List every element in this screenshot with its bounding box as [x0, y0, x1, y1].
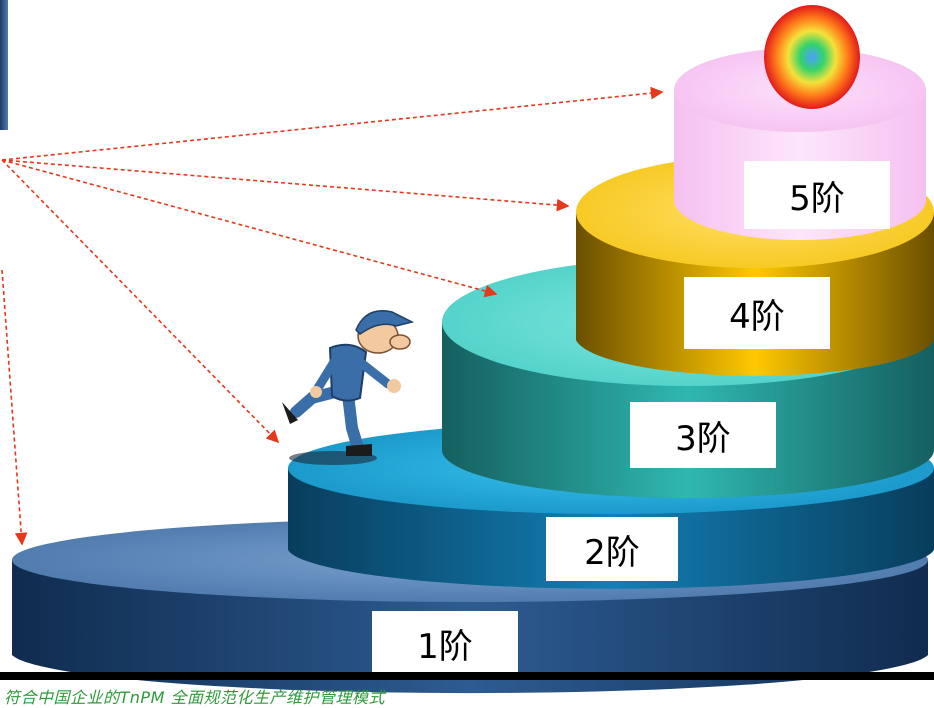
- arrow-to-step-4: [1, 159, 570, 212]
- step-4-label: 4阶: [684, 277, 830, 349]
- step-3-label: 3阶: [630, 402, 776, 468]
- footer-bar: [0, 672, 934, 680]
- step-5-label: 5阶: [744, 161, 890, 229]
- arrow-to-step-1: [1, 269, 28, 546]
- arrow-to-step-5: [1, 86, 664, 161]
- left-edge-decoration: [0, 0, 8, 130]
- arrow-to-step-2: [1, 159, 280, 444]
- step-1-label: 1阶: [372, 611, 518, 676]
- arrow-to-step-3: [1, 159, 498, 298]
- dashed-arrows: [1, 86, 664, 546]
- step-2-label: 2阶: [546, 517, 678, 581]
- footer-text: 符合中国企业的TnPM 全面规范化生产维护管理模式: [4, 688, 385, 707]
- running-worker-icon: [282, 310, 415, 465]
- target-icon: [764, 5, 860, 109]
